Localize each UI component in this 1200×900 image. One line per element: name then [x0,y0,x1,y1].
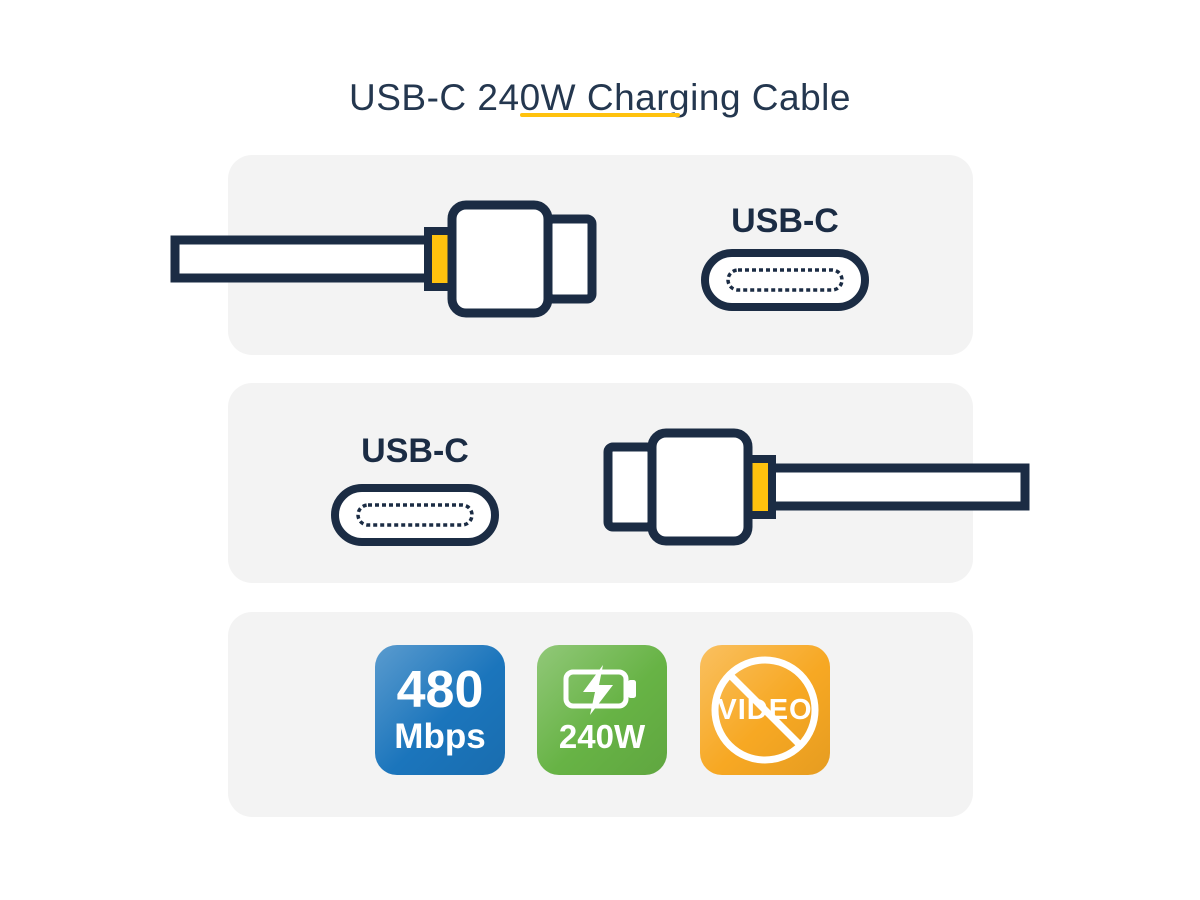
no-video-badge: VIDEO [700,645,830,775]
page-title: USB-C 240W Charging Cable [349,76,851,118]
speed-badge: 480 Mbps [375,645,505,775]
power-label: 240W [558,717,646,755]
port-label-top: USB-C [731,202,839,240]
cable-left [170,235,445,283]
battery-bolt-icon [563,664,636,715]
prohibition-icon [711,656,819,764]
speed-value: 480 [396,660,484,719]
power-badge: 240W [537,645,667,775]
port-label-middle: USB-C [361,432,469,470]
speed-unit: Mbps [394,716,486,756]
plug-body-right [647,428,753,546]
usb-c-port-icon-top [701,249,869,311]
plug-tip-left [543,214,597,304]
plug-tip-right [603,442,657,532]
usb-c-port-icon-middle [331,484,499,546]
plug-body-left [447,200,553,318]
title-underline [520,113,680,117]
cable-right [755,463,1030,511]
usb-c-plug-left-icon [170,200,597,318]
usb-c-plug-right-icon [603,428,1030,546]
